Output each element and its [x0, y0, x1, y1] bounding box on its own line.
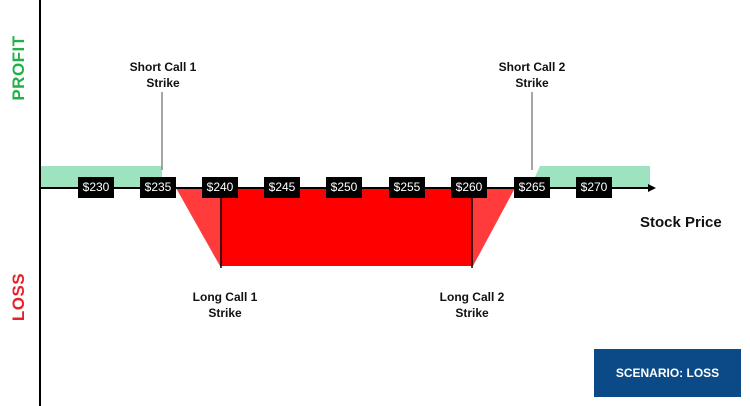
- price-tick: $255: [389, 177, 425, 198]
- long-call-2-callout: Long Call 2 Strike: [417, 289, 527, 321]
- x-axis-arrow: [648, 184, 656, 192]
- long-call-1-callout: Long Call 1 Strike: [170, 289, 280, 321]
- price-tick: $245: [264, 177, 300, 198]
- price-tick: $235: [140, 177, 176, 198]
- loss-zone-right-slope: [472, 188, 515, 266]
- short-call-2-subtitle: Strike: [515, 76, 549, 90]
- price-tick: $265: [514, 177, 550, 198]
- long-call-2-title: Long Call 2: [439, 290, 505, 304]
- long-call-1-title: Long Call 1: [192, 290, 258, 304]
- price-tick: $230: [78, 177, 114, 198]
- short-call-1-callout: Short Call 1 Strike: [108, 59, 218, 91]
- short-call-2-callout: Short Call 2 Strike: [477, 59, 587, 91]
- price-tick: $270: [576, 177, 612, 198]
- long-call-1-subtitle: Strike: [208, 306, 242, 320]
- short-call-2-title: Short Call 2: [498, 60, 566, 74]
- short-call-1-title: Short Call 1: [129, 60, 197, 74]
- loss-axis-label: LOSS: [9, 272, 28, 322]
- price-tick: $260: [451, 177, 487, 198]
- long-call-2-subtitle: Strike: [455, 306, 489, 320]
- scenario-badge: SCENARIO: LOSS: [594, 349, 741, 397]
- price-tick: $240: [202, 177, 238, 198]
- loss-zone-left-slope: [176, 188, 222, 266]
- price-tick: $250: [326, 177, 362, 198]
- x-axis-label: Stock Price: [640, 214, 722, 231]
- short-call-1-subtitle: Strike: [146, 76, 180, 90]
- loss-zone-core: [222, 188, 472, 266]
- profit-axis-label: PROFIT: [9, 35, 28, 101]
